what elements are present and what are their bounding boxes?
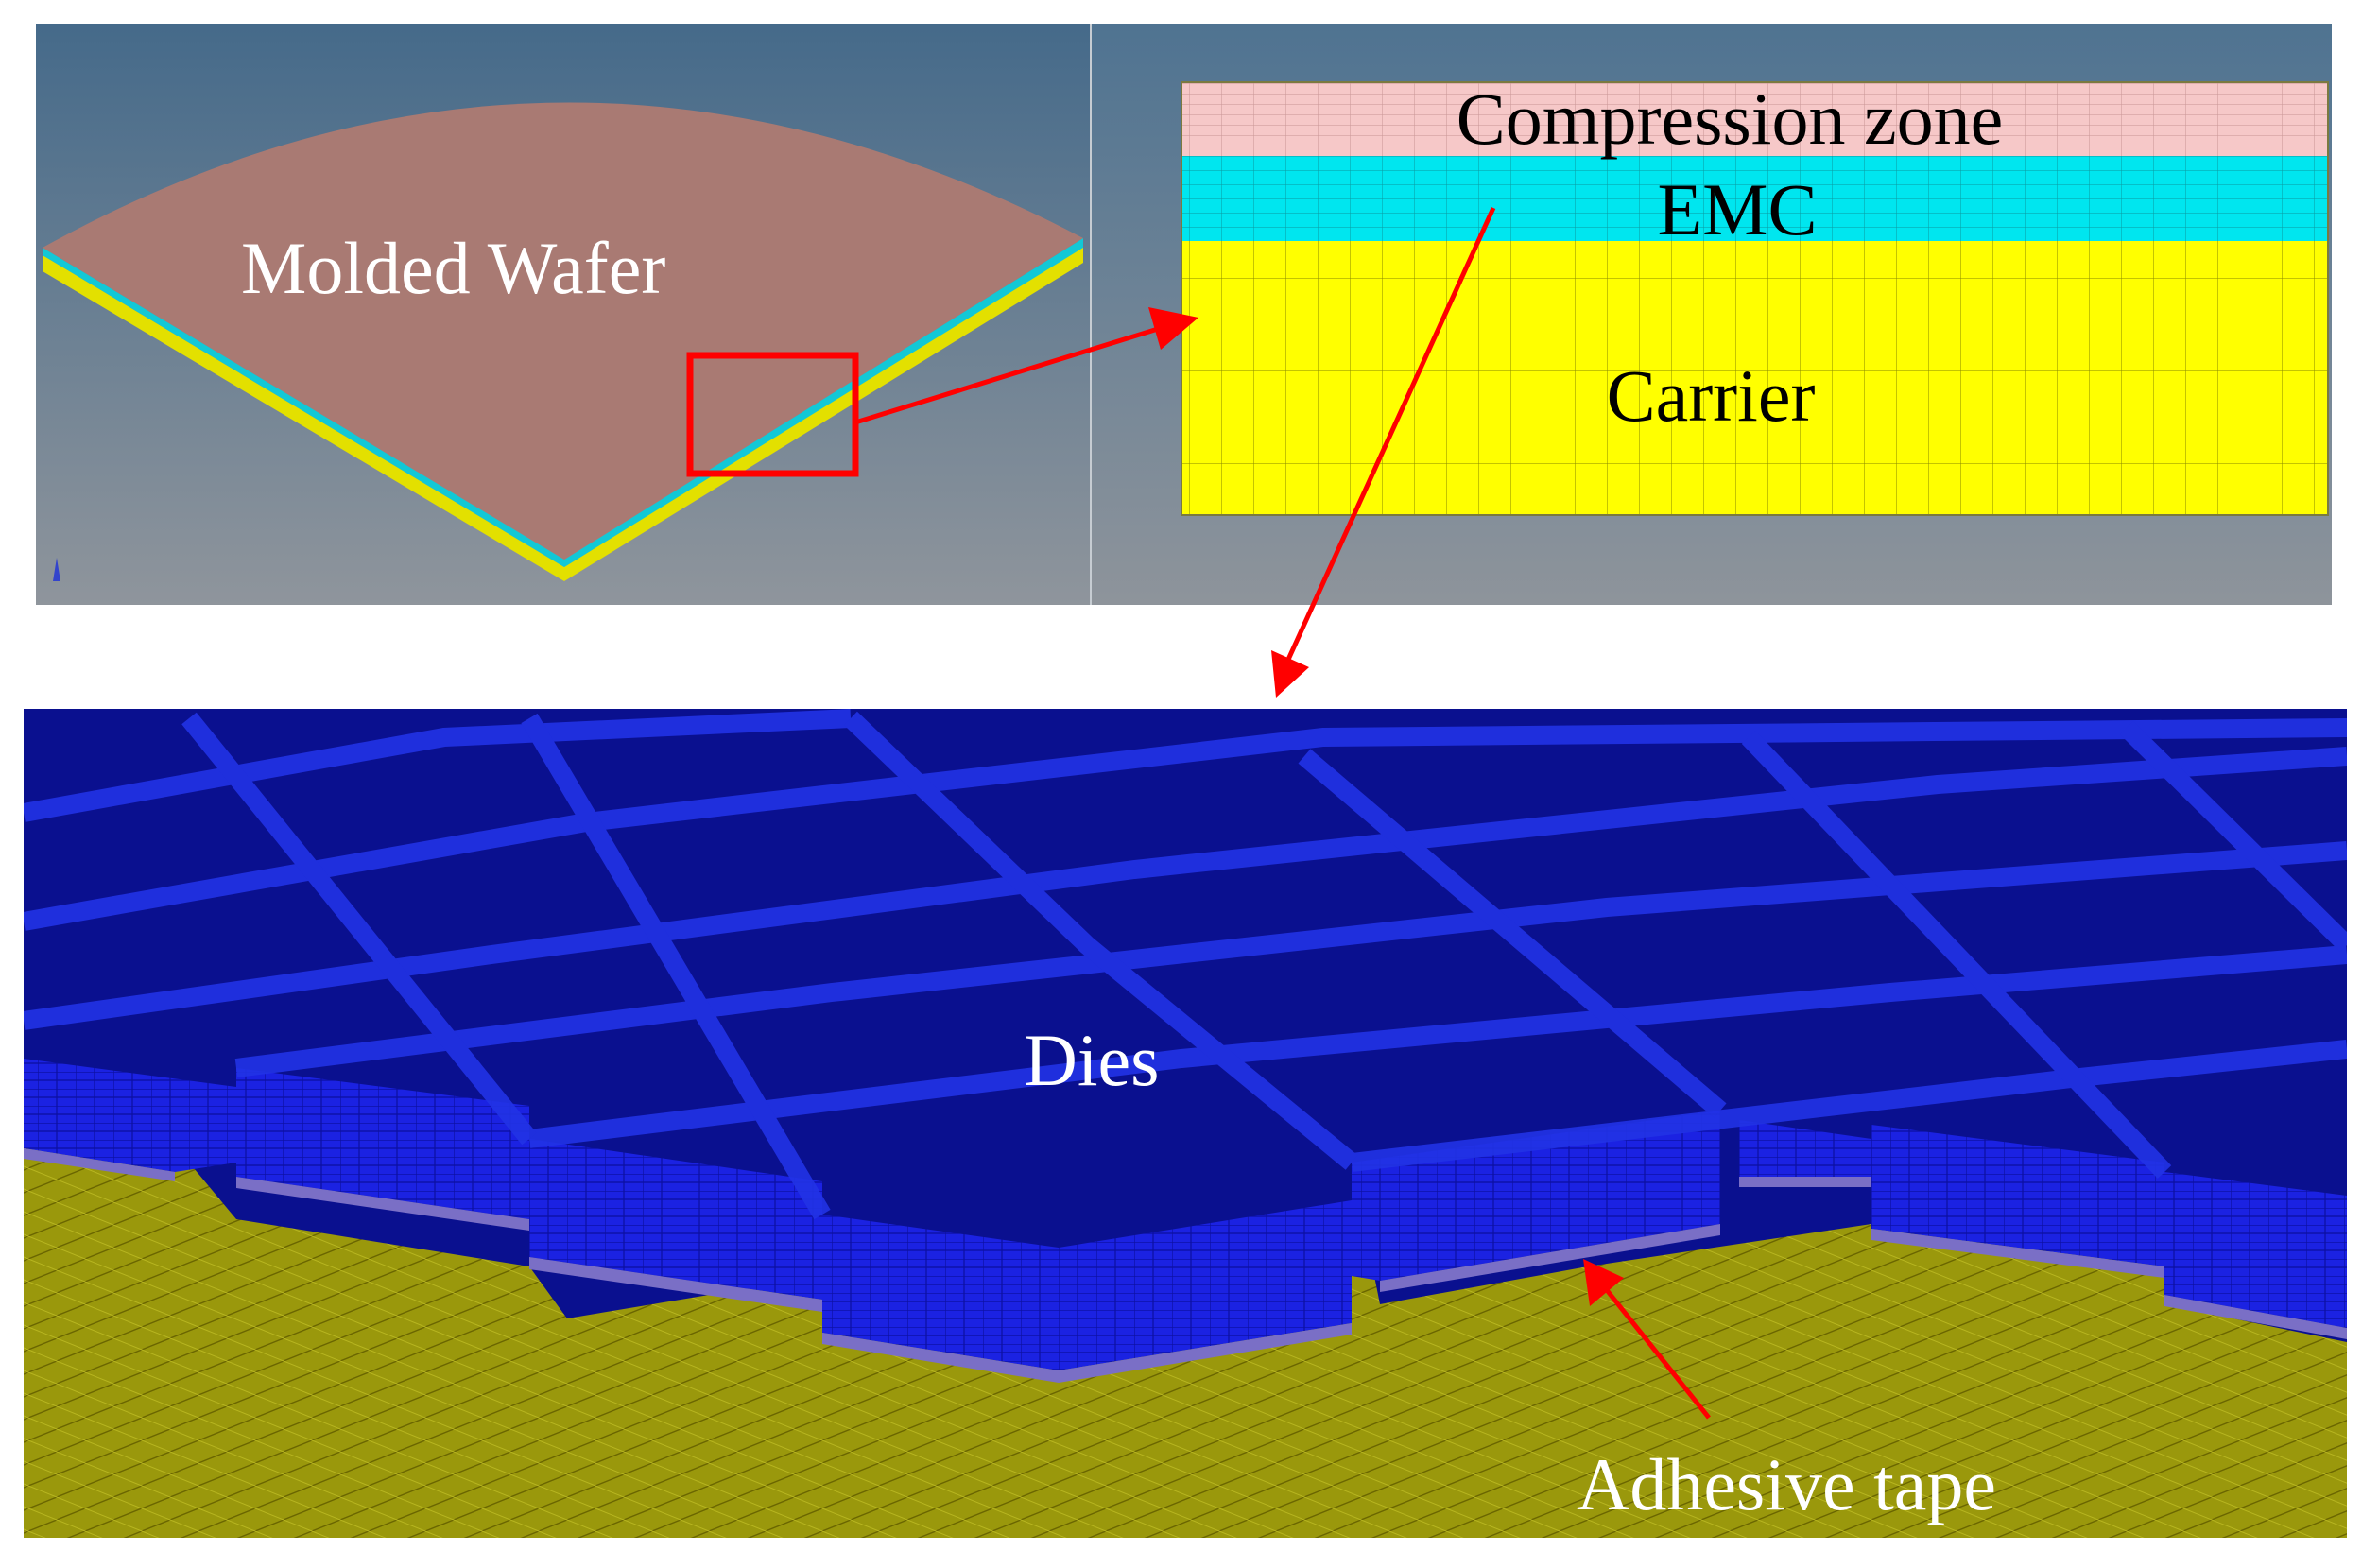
zoom-arrow — [854, 326, 1159, 425]
molded-wafer-label: Molded Wafer — [241, 227, 665, 309]
molded-wafer-surface — [43, 102, 1083, 560]
adhesive-tape-label: Adhesive tape — [1577, 1443, 1996, 1525]
zoom-arrow-head — [1148, 307, 1198, 350]
zoom-box — [686, 352, 859, 477]
scribe-lines — [24, 709, 2347, 1220]
dies-label: Dies — [1025, 1019, 1160, 1101]
wafer-overview-panel: Molded Wafer — [36, 24, 1090, 605]
dies-mesh-panel: Dies Adhesive tape — [24, 709, 2347, 1538]
emc-to-dies-arrow-head — [1271, 650, 1309, 698]
tape-arrow-head — [1583, 1259, 1624, 1306]
annotation-arrows — [854, 206, 1711, 1420]
adhesive-tape-edges — [24, 1148, 2347, 1383]
emc-to-dies-arrow — [1284, 206, 1496, 663]
compression-zone-label: Compression zone — [1457, 78, 2003, 160]
carrier-label: Carrier — [1607, 354, 1816, 437]
emc-label: EMC — [1657, 168, 1817, 250]
cross-section-panel: Compression zone EMC Carrier — [1090, 24, 2332, 605]
tape-arrow — [1605, 1288, 1711, 1420]
